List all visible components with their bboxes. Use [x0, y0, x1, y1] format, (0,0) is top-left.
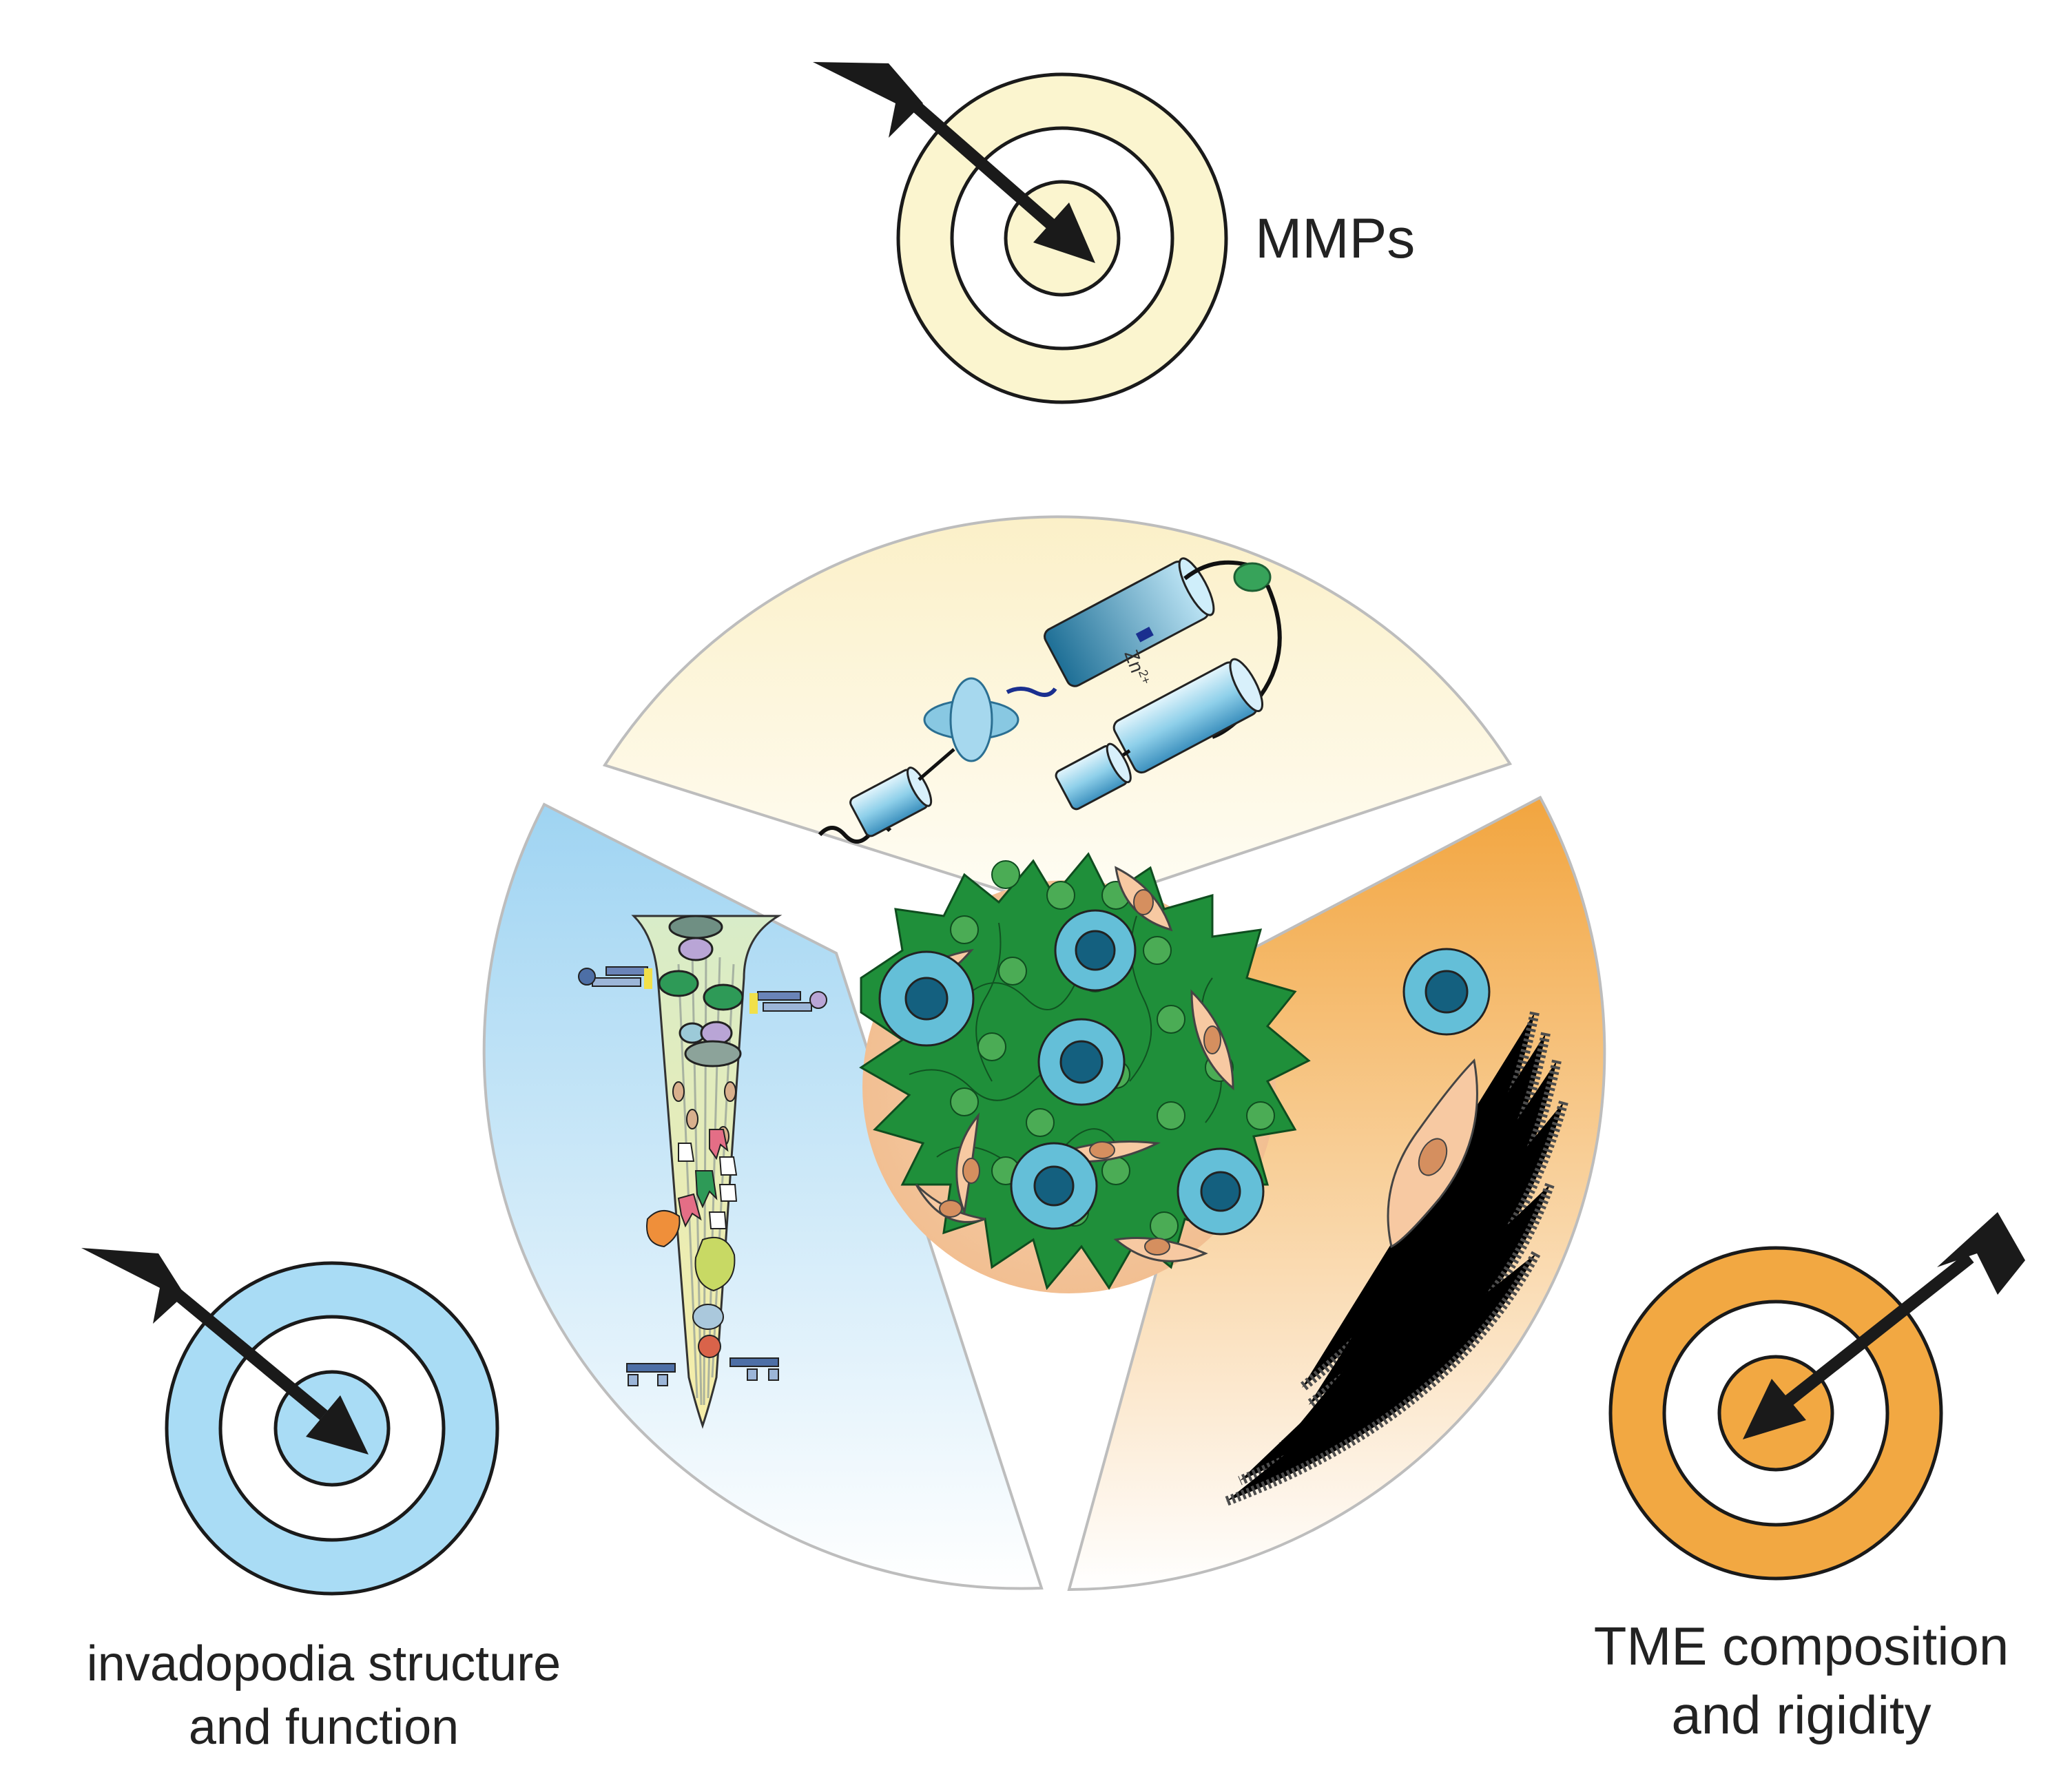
mmp-domain-schematic: Zn2+: [818, 557, 1282, 844]
invadopodia-sector: [482, 802, 1044, 1590]
invadopodia-arrow-icon: [81, 1248, 369, 1455]
integrin-left-upper: [578, 966, 652, 989]
propeptide-cylinder: [849, 767, 933, 837]
fibronectin-domain: [923, 677, 1019, 762]
integrin-right-upper: [749, 991, 827, 1014]
tme-illustration: [1224, 948, 1568, 1506]
cancer-cell: [1037, 1018, 1126, 1106]
cancer-cell: [1010, 1142, 1098, 1230]
hinge-blob: [1233, 562, 1272, 592]
receptors-lower: [626, 1357, 779, 1386]
mmp-target-icon: [813, 62, 1228, 404]
invadopodia-label-line2: and function: [188, 1700, 459, 1755]
tumor-spheroid: [859, 852, 1311, 1293]
tme-cancer-cell: [1402, 948, 1491, 1036]
mmps-label: MMPs: [1255, 207, 1416, 270]
tme-label-line1: TME composition: [1593, 1616, 2009, 1676]
tme-label: TME composition and rigidity: [1543, 1612, 2060, 1749]
mmp-sector: [602, 515, 1513, 913]
tme-label-line2: and rigidity: [1671, 1685, 1931, 1745]
invadopodium-illustration: [578, 915, 827, 1429]
catalytic-domain-cylinder: [1044, 557, 1215, 687]
central-pie: [482, 515, 1606, 1592]
tme-target-icon: [1608, 1212, 2025, 1581]
cancer-cell: [1177, 1147, 1265, 1236]
tme-fibroblast: [1387, 1058, 1478, 1249]
cancer-cell: [1054, 909, 1137, 992]
invadopodia-label-line1: invadopodia structure: [86, 1636, 561, 1691]
spheroid-cancer-cells: [878, 909, 1265, 1236]
hemopexin-cylinder: [1112, 658, 1264, 774]
invadopodia-label: invadopodia structure and function: [28, 1632, 620, 1759]
mmp-arrow-icon: [813, 62, 1095, 263]
cancer-cell: [878, 950, 975, 1047]
invadopodia-target-icon: [81, 1248, 499, 1596]
tme-arrow-icon: [1743, 1212, 2025, 1439]
small-cylinder: [1055, 742, 1132, 811]
